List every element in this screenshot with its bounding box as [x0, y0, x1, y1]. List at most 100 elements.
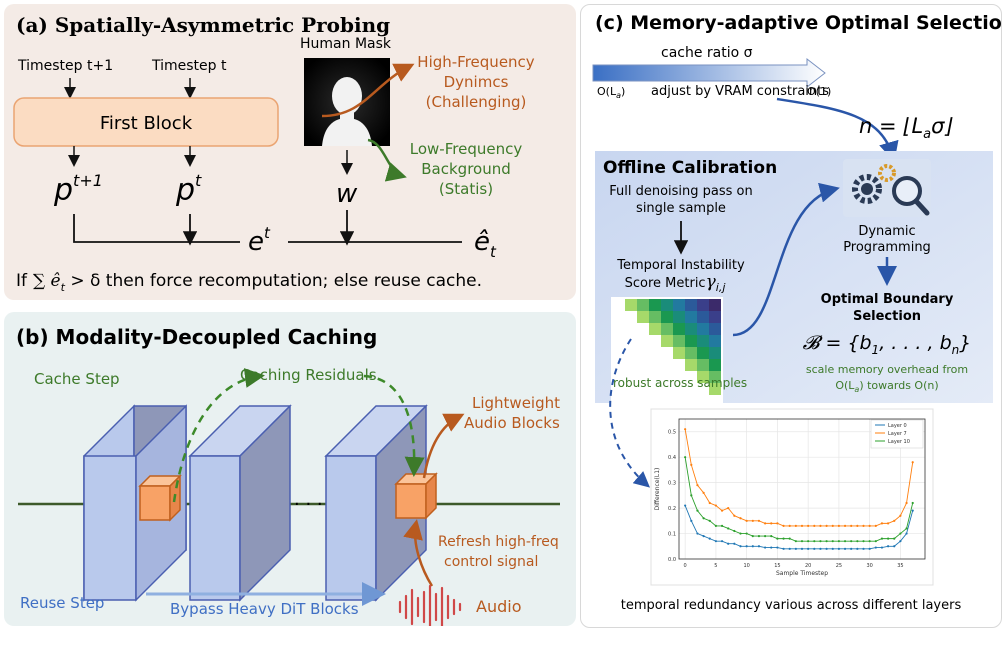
chart-point-1 [690, 463, 693, 466]
chart-point-2 [807, 540, 810, 543]
heatmap-cell [697, 347, 709, 359]
high-freq-label-1: High-Frequency [417, 53, 535, 71]
heatmap-cell [673, 299, 685, 311]
chart-legend-label: Layer 0 [888, 423, 907, 429]
chart-point-1 [720, 509, 724, 512]
chart-xtick-label: 25 [836, 563, 842, 569]
heatmap-cell [685, 359, 697, 371]
heatmap-cell [673, 347, 685, 359]
chart-point-1 [751, 519, 754, 522]
heatmap-cell [661, 299, 673, 311]
panel-a: (a) Spatially-Asymmetric Probing Timeste… [4, 4, 576, 300]
chart-xtick-label: 0 [684, 563, 687, 569]
chart-point-0 [751, 545, 754, 548]
chart-xtick-label: 10 [743, 563, 749, 569]
robust-label: robust across samples [613, 376, 747, 390]
chart-point-1 [837, 524, 840, 528]
chart-point-2 [850, 540, 853, 543]
chart-point-2 [856, 540, 859, 543]
chart-point-1 [893, 519, 896, 522]
chart-point-1 [782, 524, 785, 528]
chart-point-2 [696, 509, 699, 512]
chart-point-2 [794, 540, 797, 543]
heatmap-cell [625, 299, 637, 311]
panel-b-svg: (b) Modality-Decoupled Caching Cache Ste… [16, 325, 560, 630]
chart-point-0 [727, 542, 730, 545]
chart-point-2 [708, 519, 711, 522]
chart-point-2 [862, 540, 865, 543]
chart-point-0 [770, 546, 773, 549]
chart-point-1 [684, 428, 687, 431]
lightweight-label-2: Audio Blocks [464, 414, 560, 432]
heatmap-cell [709, 371, 721, 383]
chart-xlabel: Sample Timestep [776, 570, 828, 577]
heatmap-cell [709, 359, 721, 371]
chart-point-0 [776, 546, 779, 549]
chart-point-1 [696, 484, 699, 487]
chart-point-1 [757, 519, 761, 522]
chart-point-2 [720, 524, 724, 528]
chart-ytick-label: 0.5 [668, 430, 676, 436]
chart-point-1 [911, 461, 914, 464]
chart-point-1 [813, 524, 816, 528]
heatmap-cell [685, 323, 697, 335]
chart-point-0 [874, 546, 877, 549]
first-block-label: First Block [100, 113, 193, 134]
chart-point-1 [825, 524, 828, 528]
heatmap-cell [661, 335, 673, 347]
chart-point-2 [788, 537, 791, 540]
chart-point-2 [690, 494, 693, 497]
heatmap-cell [661, 311, 673, 323]
chart-xtick-label: 30 [866, 563, 872, 569]
chart-point-1 [819, 524, 822, 528]
chart-point-2 [800, 540, 804, 543]
chart-point-0 [696, 532, 699, 535]
chart-point-0 [690, 519, 693, 522]
chart-point-1 [856, 524, 859, 528]
heatmap-cell [697, 311, 709, 323]
chart-point-1 [831, 524, 834, 528]
high-freq-label-3: (Challenging) [426, 93, 527, 111]
dynamic-label-2: Programming [843, 240, 931, 255]
heatmap-cell [697, 299, 709, 311]
chart-point-1 [880, 522, 884, 525]
panel-a-svg: (a) Spatially-Asymmetric Probing Timeste… [13, 13, 535, 294]
chart-point-1 [807, 524, 810, 528]
chart-point-0 [911, 509, 914, 512]
chart-point-1 [739, 517, 742, 520]
chart-point-2 [702, 517, 705, 520]
arrow-high-freq [321, 63, 415, 118]
n-formula: n = ⌊Laσ⌋ [859, 114, 953, 142]
audio-waveform-icon [398, 584, 462, 630]
full-pass-1: Full denoising pass on [609, 184, 753, 199]
chart-point-1 [788, 524, 791, 528]
chart-point-0 [868, 547, 871, 550]
heatmap-cell [685, 311, 697, 323]
heatmap-cell [709, 323, 721, 335]
chart-point-2 [764, 534, 767, 538]
full-pass-2: single sample [636, 201, 726, 216]
chart-point-1 [770, 522, 773, 525]
caching-residual-arrow-1 [172, 368, 265, 503]
audio-cube-2 [394, 472, 438, 520]
offline-title: Offline Calibration [603, 158, 777, 178]
p-next-symbol: pt+1 [53, 171, 103, 208]
chart-point-0 [708, 537, 711, 540]
instability-2: Score Metricγi,j [625, 272, 727, 294]
chart-point-0 [702, 534, 705, 538]
heatmap-cell [709, 299, 721, 311]
chart-point-0 [807, 547, 810, 550]
chart-point-0 [880, 546, 884, 549]
chart-point-1 [745, 519, 748, 522]
chart-point-0 [782, 547, 785, 550]
chart-point-1 [727, 506, 730, 510]
chart-point-2 [893, 537, 896, 540]
chart-point-2 [837, 540, 840, 543]
heatmap-cell [649, 323, 661, 335]
chart-point-1 [764, 522, 767, 525]
heatmap-cell [649, 299, 661, 311]
heatmap-cell [697, 371, 709, 383]
chart-legend-label: Layer 7 [888, 431, 907, 437]
chart-point-1 [899, 514, 902, 517]
chart-point-2 [751, 534, 754, 538]
